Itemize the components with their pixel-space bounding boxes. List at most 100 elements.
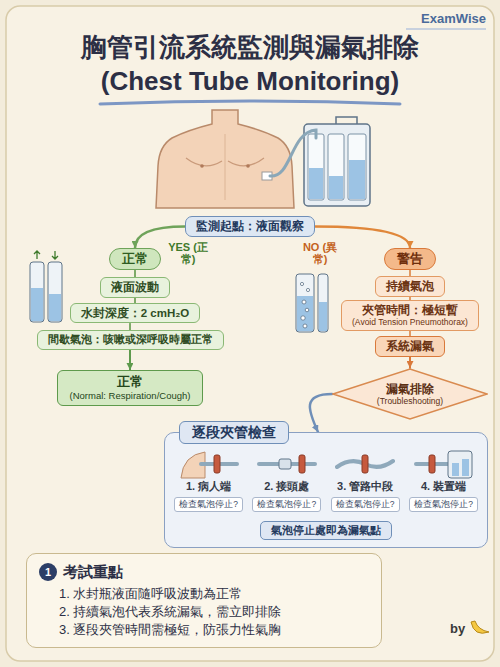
node-text: 檢查氣泡停止? [331,497,400,512]
status-tag: 警告 [384,248,436,270]
torso-shape [156,110,294,208]
group-panel: 逐段夾管檢查1. 病人端檢查氣泡停止?2. 接頭處檢查氣泡停止?3. 管路中段檢… [164,432,488,548]
connector-arrow [134,270,136,277]
water [329,176,343,199]
node-text: 1. 水封瓶液面隨呼吸波動為正常 [59,585,369,603]
title-underline [100,101,400,104]
page-frame [6,6,494,661]
clamp-icon [429,455,435,473]
node-text: (Troubleshooting) [377,396,443,406]
brand-label: ExamWise [404,11,486,27]
drainage-housing [304,124,370,206]
chamber [308,134,324,200]
connector-arrow [409,357,411,368]
node-text: 檢查氣泡停止? [409,497,478,512]
summary-box: 1 考試重點 1. 水封瓶液面隨呼吸波動為正常2. 持續氣泡代表系統漏氣，需立即排除… [26,553,382,648]
node-text: 監測起點：液面觀察 [196,219,304,234]
torso-illustration [156,110,294,208]
bottle [296,274,314,332]
note-box: 間歇氣泡：咳嗽或深呼吸時屬正常 [37,330,224,350]
node-text: 液面波動 [111,280,159,295]
node-text: 系統漏氣 [386,339,434,354]
process-box: 持續氣泡 [375,276,445,297]
banana-icon [471,621,489,633]
water [49,294,61,321]
water [452,463,459,476]
water [309,168,323,199]
node-text: 3. 逐段夾管時間需極短，防張力性氣胸 [59,621,369,639]
diagram-title: 胸管引流系統監測與漏氣排除 (Chest Tube Monitoring) [50,30,450,98]
bubble [300,282,303,285]
chest-tube [270,130,316,176]
node-text: (Normal: Respiration/Cough) [70,390,191,402]
step-icon [179,447,239,479]
node-text: 4. 裝置端 [408,479,479,493]
water [319,302,327,331]
bottle [318,274,328,332]
connector-arrow [310,394,332,432]
bottle [48,262,62,322]
chamber [328,134,344,200]
fluctuation-arrows [34,251,58,259]
chamber [348,134,366,200]
node-text: 1. 病人端 [173,479,244,493]
decision-diamond: 漏氣排除(Troubleshooting) [332,368,488,420]
chest-line [228,158,264,166]
clamp-icon [299,455,305,473]
start-box: 監測起點：液面觀察 [185,216,315,237]
node-text: 考試重點 [63,562,123,582]
connector-arrow [129,323,131,330]
water-seal-normal [30,251,62,322]
node-text: 夾管時間：極短暫 [352,303,468,317]
status-tag: 正常 [109,248,161,270]
result-box: 氣泡停止處即為漏氣點 [260,521,392,540]
node-text: 檢查氣泡停止? [252,497,321,512]
bottle [30,262,44,322]
water [349,160,365,199]
node-text: 逐段夾管檢查 [179,421,289,444]
result-box: 正常(Normal: Respiration/Cough) [57,370,204,406]
node-text: 2. 持續氣泡代表系統漏氣，需立即排除 [59,603,369,621]
bubble [301,316,305,320]
step-icon [335,447,395,479]
step-box: 1. 病人端檢查氣泡停止? [173,447,244,512]
step-box: 4. 裝置端檢查氣泡停止? [408,447,479,512]
water-seal-bubbling [296,274,328,332]
nipple-dot [246,164,250,168]
vent-tube [336,117,357,124]
process-box: 夾管時間：極短暫(Avoid Tension Pneumothorax) [341,300,479,331]
credit-label: by [450,621,465,637]
water [462,459,469,476]
node-text: 正常 [122,251,148,267]
node-text: 氣泡停止處即為漏氣點 [271,524,381,537]
water [297,296,313,331]
clamp-icon [362,455,368,473]
nipple-dot [200,164,204,168]
node-text: 水封深度：2 cmH₂O [81,306,190,320]
diamond-shape [333,369,487,419]
process-box: 水封深度：2 cmH₂O [70,303,201,323]
process-box: 系統漏氣 [375,336,445,357]
node-text: 間歇氣泡：咳嗽或深呼吸時屬正常 [48,333,213,347]
clamp-icon [214,455,220,473]
device-icon [448,451,472,478]
edge-label: NO (異常) [298,241,342,265]
node-text: (Avoid Tension Pneumothorax) [352,317,468,328]
bubble [306,288,309,291]
water [31,288,43,321]
bubble [302,300,306,304]
node-text: 持續氣泡 [386,279,434,294]
connector-arrow [129,350,131,370]
chest-line [186,158,222,166]
node-text: 1 [39,563,57,581]
step-box: 2. 接頭處檢查氣泡停止? [251,447,322,512]
node-text: 正常 [70,374,191,390]
node-text: 3. 管路中段 [330,479,401,493]
node-text: 2. 接頭處 [251,479,322,493]
step-icon [257,447,317,479]
connector-icon [279,459,291,469]
step-box: 3. 管路中段檢查氣泡停止? [330,447,401,512]
node-text: 檢查氣泡停止? [174,497,243,512]
step-icon [414,447,474,479]
node-text: 漏氣排除 [386,382,434,396]
